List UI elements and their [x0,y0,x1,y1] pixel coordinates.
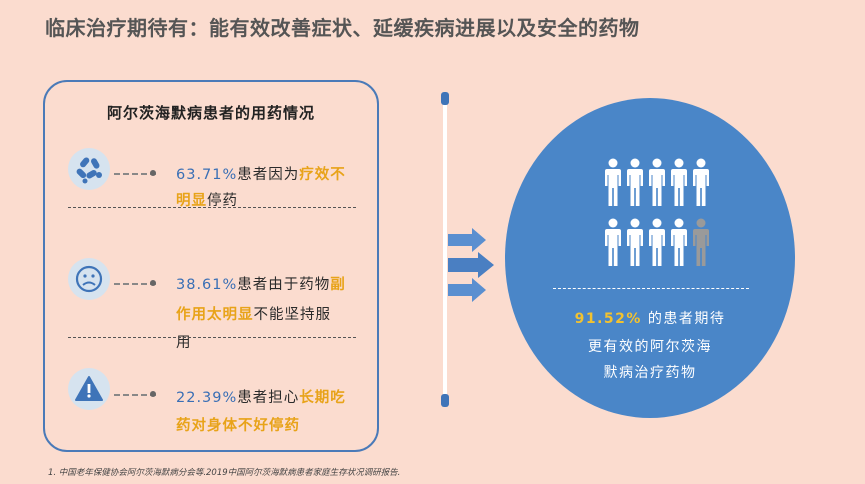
stat-3-percent: 22.39% [176,390,238,406]
circle-percent: 91.52% [574,311,642,327]
circle-line-3: 默病治疗药物 [603,365,697,381]
person-icon [627,218,643,266]
circle-line-2: 更有效的阿尔茨海 [588,339,712,355]
separator-cap-bottom [441,394,449,407]
people-icon-grid [605,158,709,266]
stat-1-text-2: 停药 [207,193,238,209]
connector-dot [150,170,156,176]
separator-cap-top [441,92,449,105]
person-icon [627,158,643,206]
stat-3-text: 患者担心 [237,390,300,406]
medication-panel: 阿尔茨海默病患者的用药情况 [43,80,379,452]
stat-item-1: 63.71%患者因为疗效不 明显停药 [176,162,346,214]
circle-text-1: 的患者期待 [641,311,726,327]
page-title: 临床治疗期待有：能有效改善症状、延缓疾病进展以及安全的药物 [45,16,640,40]
person-icon [649,218,665,266]
divider-2 [68,337,356,338]
stat-item-2: 38.61%患者由于药物副 作用太明显不能坚持服 用 [176,272,346,356]
footnote: 1. 中国老年保健协会阿尔茨海默病分会等.2019中国阿尔茨海默病患者家庭生存状… [48,468,401,478]
connector-line [114,283,156,285]
stat-2-highlight: 副 [330,277,346,293]
person-icon [605,218,621,266]
connector-line [114,173,156,175]
arrow-right-icon [448,228,494,302]
stat-1-highlight: 疗效不 [299,167,346,183]
panel-title: 阿尔茨海默病患者的用药情况 [106,104,315,122]
stat-item-3: 22.39%患者担心长期吃 药对身体不好停药 [176,385,346,439]
stat-1-text: 患者因为 [237,167,300,183]
person-icon [693,218,709,266]
vertical-separator [443,92,447,406]
circle-divider [553,288,749,289]
stat-2-highlight-2: 作用太明显 [176,307,254,323]
circle-line-1: 91.52% 的患者期待 [505,306,795,332]
person-icon [671,158,687,206]
divider-1 [68,207,356,208]
stat-3-highlight-2: 药对身体不好停药 [176,418,300,434]
stat-1-highlight-2: 明显 [176,193,207,209]
connector-dot [150,391,156,397]
stat-2-text: 患者由于药物 [237,277,331,293]
person-icon [649,158,665,206]
sad-face-icon [68,258,110,300]
pills-icon [68,148,110,190]
summary-circle: 91.52% 的患者期待 更有效的阿尔茨海 默病治疗药物 [505,98,795,418]
stat-2-text-3: 用 [176,335,192,351]
person-icon [605,158,621,206]
connector-line [114,394,156,396]
stat-2-percent: 38.61% [176,277,238,293]
stat-2-text-2: 不能坚持服 [253,307,331,323]
connector-dot [150,280,156,286]
warning-icon [68,368,110,410]
person-icon [693,158,709,206]
stat-1-percent: 63.71% [176,167,238,183]
person-icon [671,218,687,266]
stat-3-highlight: 长期吃 [299,390,346,406]
